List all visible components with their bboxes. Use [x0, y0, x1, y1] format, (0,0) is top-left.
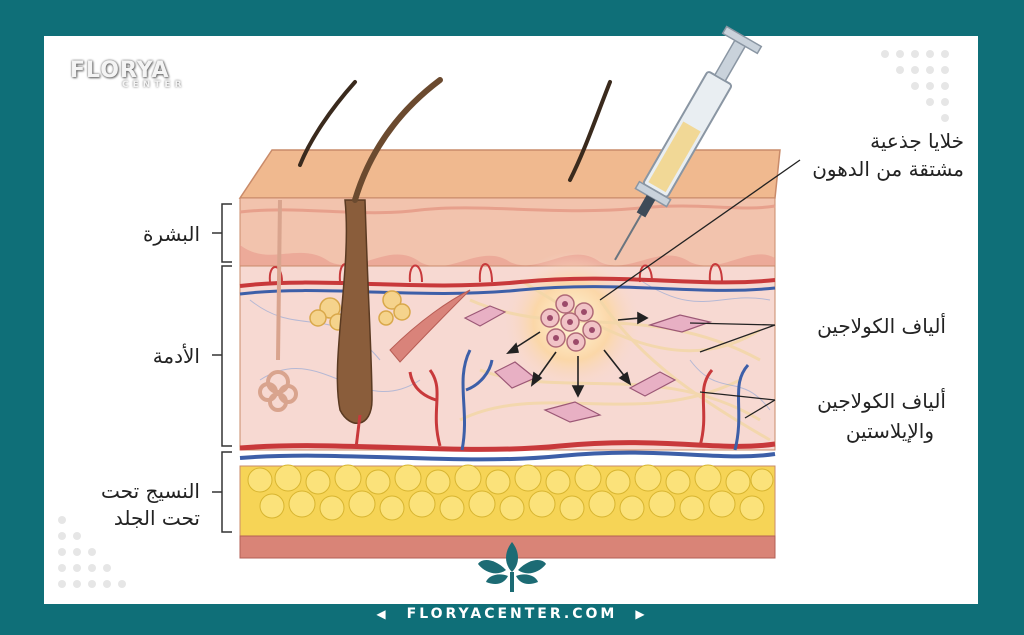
layer-brackets — [212, 203, 232, 533]
label-collagen-elastin-line2: والإيلاستين — [845, 419, 934, 443]
label-subcutaneous-line1: النسيج تحت — [101, 479, 200, 503]
footer-bar: ◀ FLORYACENTER.COM ▶ — [0, 606, 1024, 622]
hair-follicle — [336, 199, 373, 425]
dermis-layer — [239, 265, 776, 451]
sebaceous-gland — [309, 290, 411, 331]
label-collagen-elastin-line1: ألياف الكولاجين — [817, 389, 946, 413]
sweat-gland — [258, 199, 298, 412]
chevron-right-icon: ▶ — [635, 607, 648, 621]
label-subcutaneous-line2: تحت الجلد — [113, 506, 200, 530]
fat-cells — [247, 464, 774, 521]
syringe-icon — [614, 25, 763, 261]
chevron-left-icon: ◀ — [376, 607, 389, 621]
footer-site[interactable]: FLORYACENTER.COM — [406, 606, 618, 622]
label-dermis: الأدمة — [152, 344, 200, 368]
brand-logo: FLORYA CENTER — [70, 58, 186, 90]
brand-sub: CENTER — [122, 80, 186, 90]
label-stem-cells-line2: مشتقة من الدهون — [812, 157, 964, 181]
label-epidermis: البشرة — [142, 222, 200, 246]
leader-lines — [599, 159, 801, 419]
skin-surface — [238, 149, 781, 199]
label-stem-cells-line1: خلايا جذعية — [870, 129, 964, 153]
logo-leaf-icon — [478, 542, 546, 592]
label-collagen: ألياف الكولاجين — [817, 314, 946, 338]
fibroblasts — [463, 305, 713, 423]
brand-name: FLORYA — [70, 58, 170, 83]
